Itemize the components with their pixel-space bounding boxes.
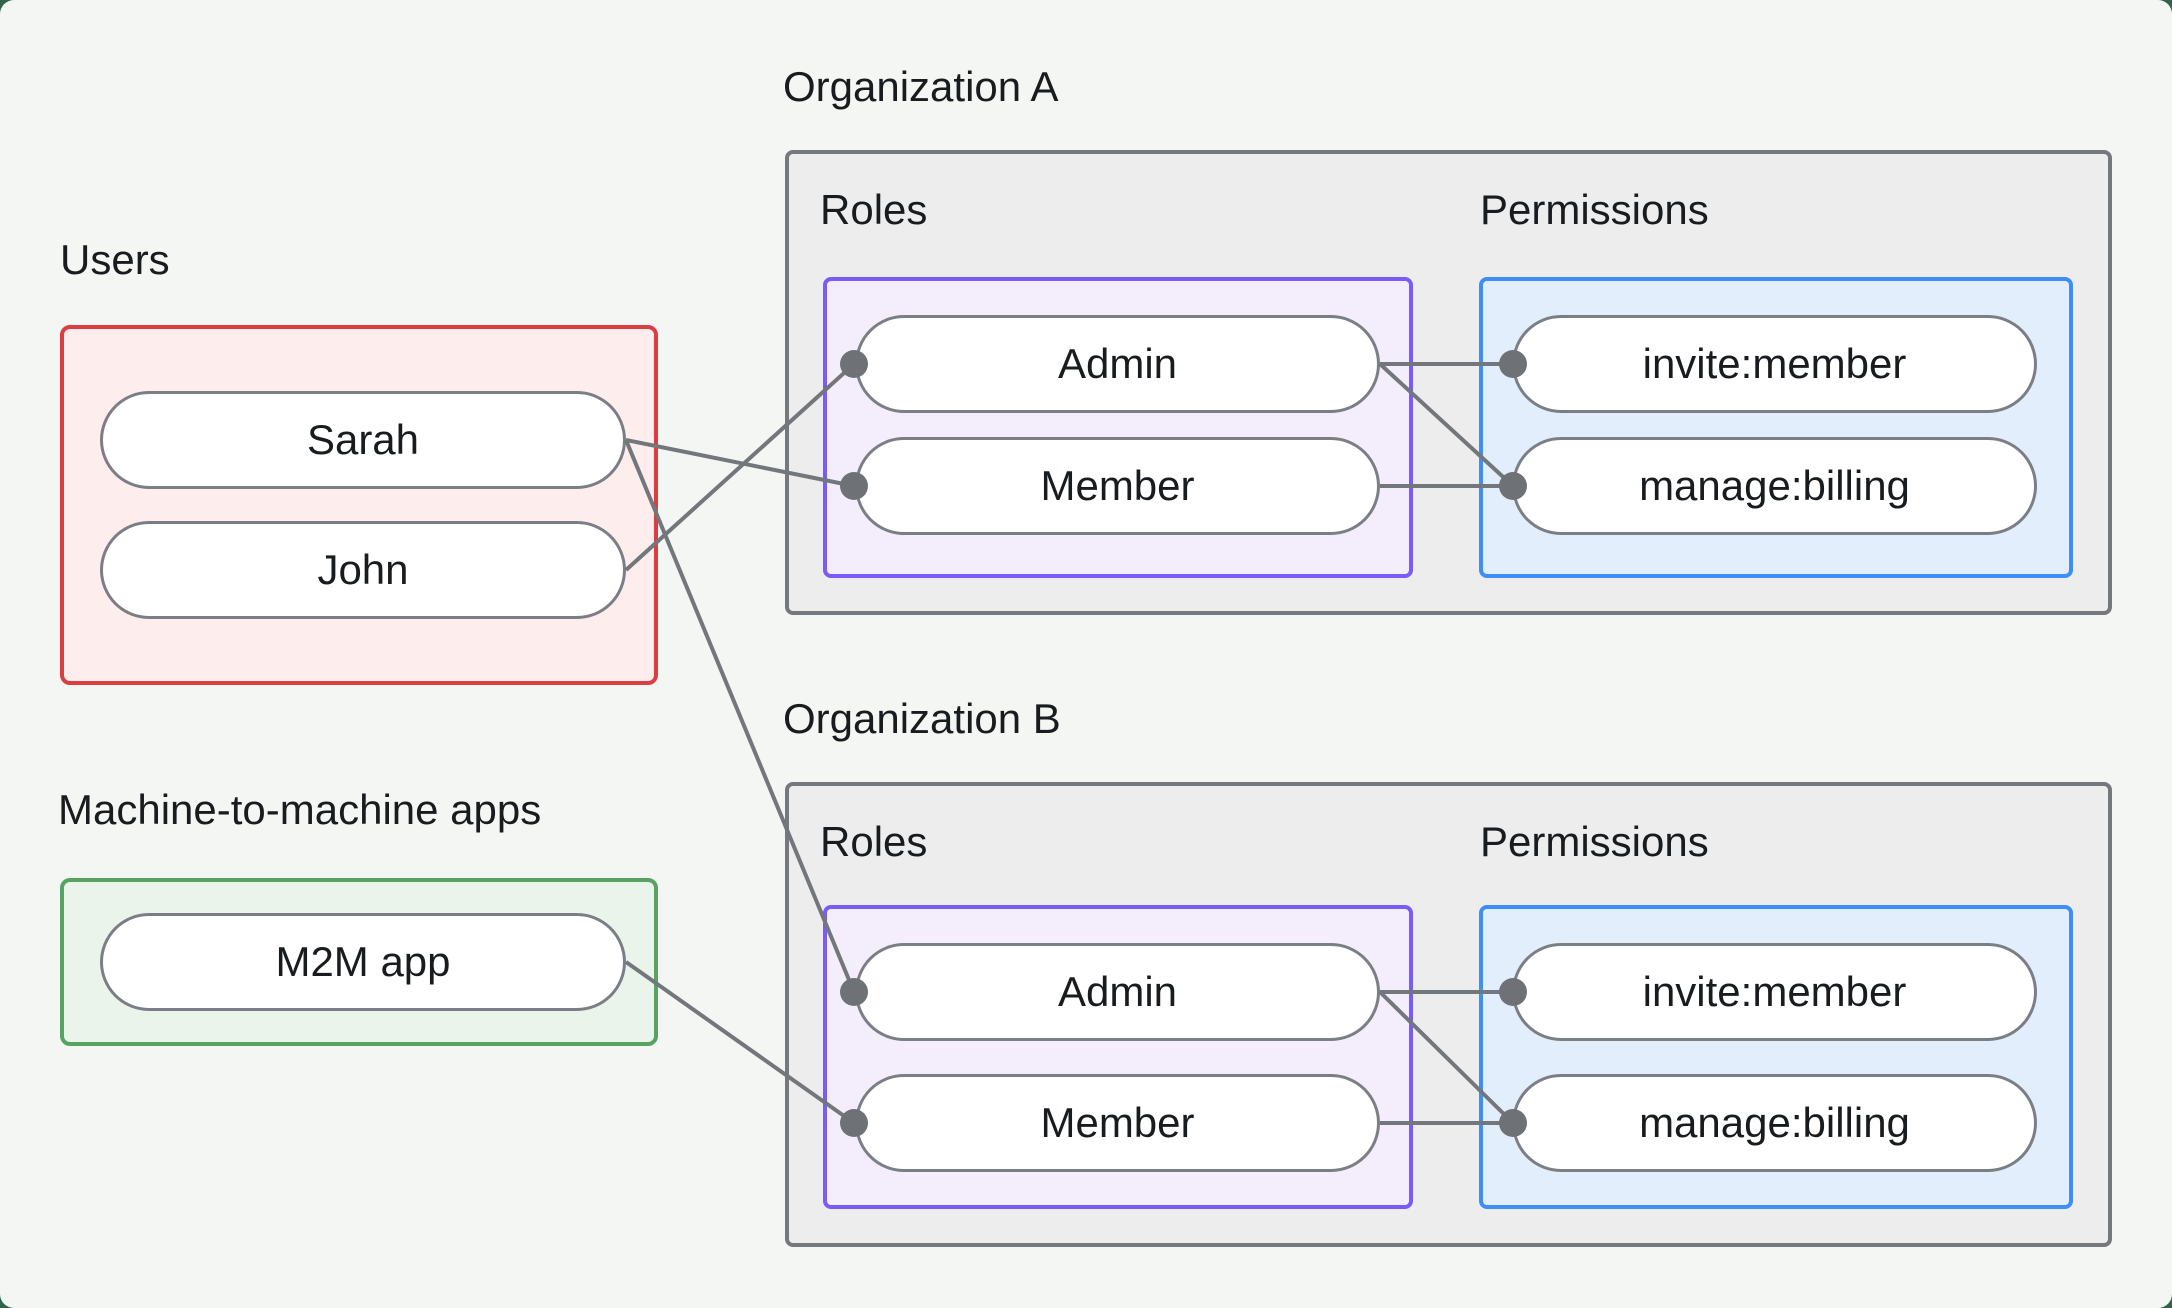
user-node-sarah-label: Sarah — [306, 416, 420, 463]
org-a-role-member: Member — [855, 437, 1380, 535]
org-a-permissions-label: Permissions — [1480, 186, 1709, 233]
org-a-label: Organization A — [783, 63, 1059, 110]
org-a-role-admin-label: Admin — [1057, 340, 1178, 387]
user-node-john: John — [100, 521, 626, 619]
users-group-box — [60, 325, 658, 685]
org-b-roles-label: Roles — [820, 818, 928, 865]
org-a-role-member-label: Member — [1040, 462, 1195, 509]
org-b-permission-manage-billing-label: manage:billing — [1639, 1099, 1910, 1146]
users-section-label: Users — [60, 236, 170, 283]
org-b-permissions-label: Permissions — [1480, 818, 1709, 865]
org-a-permission-invite-member-label: invite:member — [1642, 340, 1907, 387]
org-b-permission-manage-billing: manage:billing — [1512, 1074, 2037, 1172]
org-b-role-admin: Admin — [855, 943, 1380, 1041]
org-a-role-admin: Admin — [855, 315, 1380, 413]
org-a-roles-label: Roles — [820, 186, 928, 233]
org-b-permission-invite-member: invite:member — [1512, 943, 2037, 1041]
m2m-app-node: M2M app — [100, 913, 626, 1011]
user-node-john-label: John — [317, 546, 409, 593]
org-b-role-member: Member — [855, 1074, 1380, 1172]
user-node-sarah: Sarah — [100, 391, 626, 489]
org-a-permission-manage-billing: manage:billing — [1512, 437, 2037, 535]
org-a-permission-invite-member: invite:member — [1512, 315, 2037, 413]
org-b-role-admin-label: Admin — [1057, 968, 1178, 1015]
m2m-section-label: Machine-to-machine apps — [58, 786, 542, 833]
org-b-label: Organization B — [783, 695, 1061, 742]
org-b-role-member-label: Member — [1040, 1099, 1195, 1146]
org-b-permission-invite-member-label: invite:member — [1642, 968, 1907, 1015]
org-a-permission-manage-billing-label: manage:billing — [1639, 462, 1910, 509]
m2m-app-node-label: M2M app — [275, 938, 451, 985]
